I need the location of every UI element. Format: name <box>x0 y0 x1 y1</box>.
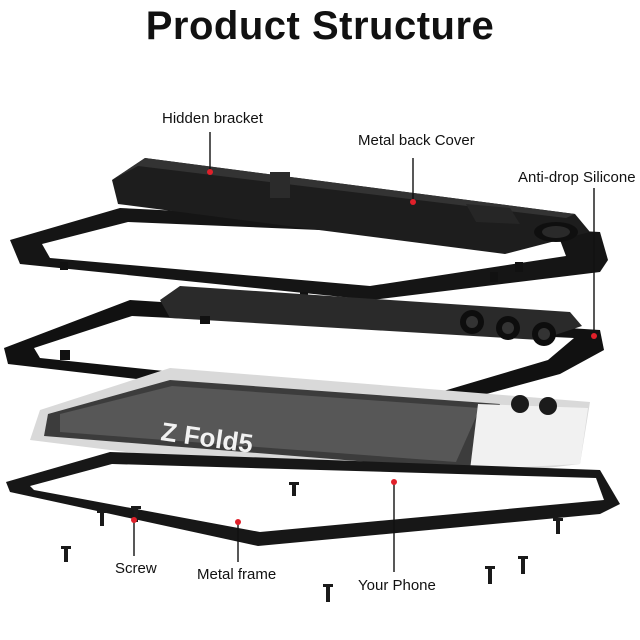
page-title: Product Structure <box>145 4 495 48</box>
metal-back-cover <box>10 158 608 302</box>
label-hidden-bracket: Hidden bracket <box>162 110 263 127</box>
callout-lines <box>133 132 595 572</box>
label-your-phone: Your Phone <box>358 577 436 594</box>
metal-frame <box>6 452 620 546</box>
label-anti-drop-silicone: Anti-drop Silicone <box>518 169 636 186</box>
label-metal-back-cover: Metal back Cover <box>358 132 475 149</box>
label-screw: Screw <box>115 560 157 577</box>
phone: Z Fold5 <box>30 368 590 486</box>
label-metal-frame: Metal frame <box>197 566 277 583</box>
screws <box>61 482 563 602</box>
callout-dots <box>131 169 597 525</box>
anti-drop-silicone <box>4 286 604 412</box>
